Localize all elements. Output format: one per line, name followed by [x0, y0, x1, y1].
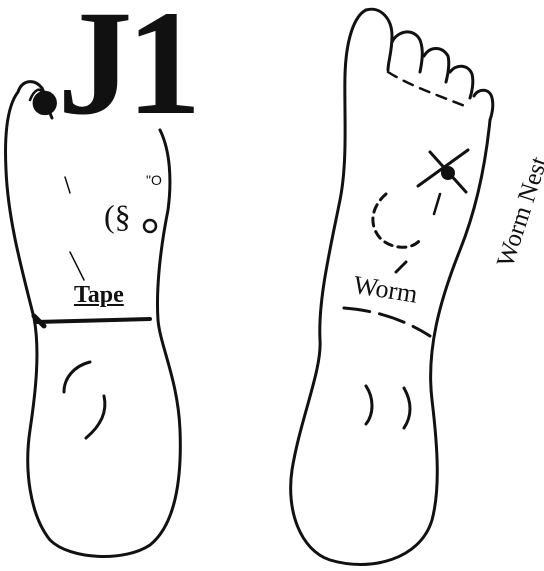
- tape-label: Tape: [74, 282, 124, 309]
- left-foot-small-circle: [144, 220, 156, 232]
- left-foot-tick-mark: [65, 177, 70, 193]
- left-foot-heel-stroke-1: [64, 362, 90, 392]
- right-foot-toe-2: [392, 32, 422, 72]
- left-foot-tape-line: [36, 319, 150, 322]
- right-foot-arch-line: [344, 308, 430, 336]
- right-foot-toe-base: [388, 72, 470, 108]
- stray-mark-small: "O: [146, 172, 162, 188]
- right-foot-toe-4: [450, 66, 473, 98]
- page-title: .J1: [26, 0, 196, 138]
- right-foot-toe-3: [424, 49, 449, 83]
- worm-nest-mark: [418, 150, 468, 214]
- right-foot-toe-5: [474, 90, 493, 120]
- worm-trail-1: [373, 194, 420, 247]
- right-foot-big-toe: [366, 9, 392, 70]
- right-foot-heel-stroke-2: [404, 388, 410, 428]
- stray-mark-large: (§: [104, 198, 131, 235]
- left-foot: [6, 82, 181, 557]
- left-foot-heel-stroke-2: [86, 396, 105, 438]
- worm-leader-line: [396, 262, 406, 272]
- right-foot-heel-stroke-1: [366, 386, 372, 424]
- tape-leader-line: [70, 252, 84, 280]
